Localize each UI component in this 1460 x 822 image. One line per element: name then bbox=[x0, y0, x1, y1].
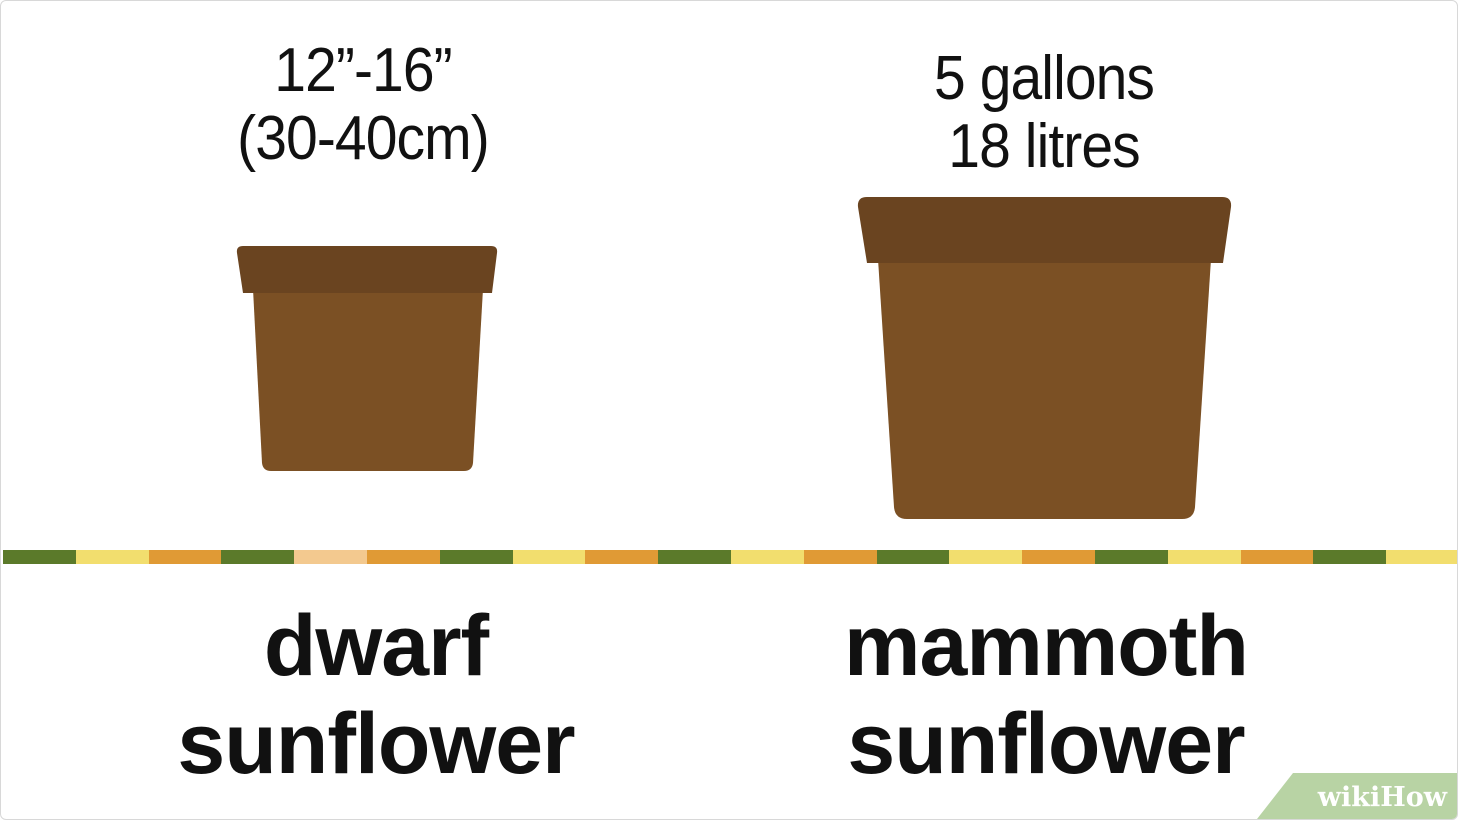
watermark-text: wikiHow bbox=[1318, 782, 1447, 813]
stripe-segment bbox=[803, 550, 877, 564]
stripe-segment bbox=[1386, 550, 1457, 564]
mammoth-label-line1: mammoth bbox=[844, 598, 1249, 694]
stripe-segment bbox=[75, 550, 149, 564]
stripe-segment bbox=[366, 550, 440, 564]
stripe-segment bbox=[148, 550, 222, 564]
stripe-segment bbox=[949, 550, 1023, 564]
stripe-segment bbox=[1167, 550, 1241, 564]
stripe-segment bbox=[1313, 550, 1387, 564]
dwarf-label-line1: dwarf bbox=[263, 598, 489, 694]
watermark-background bbox=[1257, 773, 1457, 819]
stripe-segment bbox=[221, 550, 295, 564]
stripe-segment bbox=[3, 550, 76, 564]
small-pot-icon bbox=[236, 246, 498, 471]
stripe-segment bbox=[585, 550, 659, 564]
large-pot-rim bbox=[857, 197, 1232, 263]
dwarf-pot-size-label: 12”-16” (30-40cm) bbox=[179, 37, 547, 173]
stripe-segment bbox=[1022, 550, 1095, 564]
stripe-segment bbox=[1240, 550, 1314, 564]
watermark-wiki: wiki bbox=[1317, 782, 1381, 813]
mammoth-pot-size-label: 5 gallons 18 litres bbox=[860, 45, 1228, 181]
stripe-segment bbox=[730, 550, 804, 564]
dwarf-pot-size-inches: 12”-16” bbox=[274, 36, 452, 105]
stripe-segment bbox=[876, 550, 950, 564]
wikihow-watermark-logo: wikiHow bbox=[1257, 773, 1457, 819]
dwarf-label-line2: sunflower bbox=[177, 696, 575, 792]
stripe-segment bbox=[439, 550, 513, 564]
mammoth-label-line2: sunflower bbox=[847, 696, 1245, 792]
large-pot-body bbox=[878, 259, 1211, 519]
mammoth-pot-size-gallons: 5 gallons bbox=[933, 44, 1155, 113]
small-pot-rim bbox=[236, 246, 498, 293]
large-pot-icon bbox=[857, 197, 1232, 519]
ground-stripe-divider bbox=[3, 550, 1457, 564]
stripe-segment bbox=[512, 550, 586, 564]
watermark-how: How bbox=[1380, 782, 1447, 813]
stripe-segment bbox=[1094, 550, 1168, 564]
stripe-segment bbox=[294, 550, 367, 564]
stripe-segment bbox=[658, 550, 731, 564]
mammoth-sunflower-label: mammoth sunflower bbox=[791, 597, 1301, 793]
mammoth-pot-size-litres: 18 litres bbox=[948, 112, 1140, 181]
dwarf-sunflower-label: dwarf sunflower bbox=[121, 597, 631, 793]
small-pot-body bbox=[253, 289, 483, 471]
dwarf-pot-size-cm: (30-40cm) bbox=[237, 104, 490, 173]
